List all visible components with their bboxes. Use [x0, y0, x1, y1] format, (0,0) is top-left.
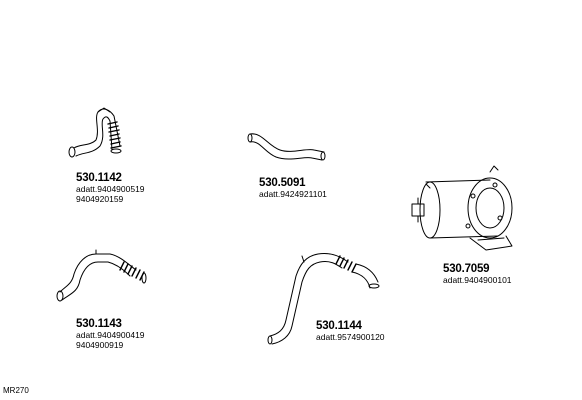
part-label-530-1142: 530.1142 adatt.9404900519 9404920159 [76, 172, 145, 205]
part-ref: 9404920159 [76, 193, 124, 204]
part-ref: adatt.9574900120 [316, 332, 385, 343]
flex-bellows [335, 255, 357, 273]
muffler-530-7059 [411, 165, 513, 251]
part-ref: adatt.9404900419 [76, 330, 145, 341]
part-ref: adatt.9404900101 [443, 275, 512, 286]
part-code: 530.1143 [76, 318, 122, 330]
part-code: 530.1144 [316, 320, 362, 332]
pipe-530-1142 [68, 107, 122, 158]
pipe-530-1144 [267, 253, 380, 345]
part-ref: 9404900919 [76, 339, 124, 350]
part-ref: adatt.9404900519 [76, 184, 145, 195]
sheet-code: MR270 [3, 386, 29, 395]
flex-bellows [119, 261, 145, 281]
part-label-530-7059: 530.7059 adatt.9404900101 [443, 263, 512, 286]
part-label-530-1143: 530.1143 adatt.9404900419 9404900919 [76, 318, 145, 351]
pipe-530-5091 [247, 133, 326, 161]
flex-bellows [107, 121, 122, 149]
part-code: 530.7059 [443, 263, 490, 275]
part-label-530-1144: 530.1144 adatt.9574900120 [316, 320, 385, 343]
pipe-530-1143 [56, 249, 147, 302]
part-code: 530.1142 [76, 172, 122, 184]
part-code: 530.5091 [259, 177, 306, 189]
part-ref: adatt.9424921101 [259, 189, 327, 200]
part-label-530-5091: 530.5091 adatt.9424921101 [259, 177, 327, 200]
